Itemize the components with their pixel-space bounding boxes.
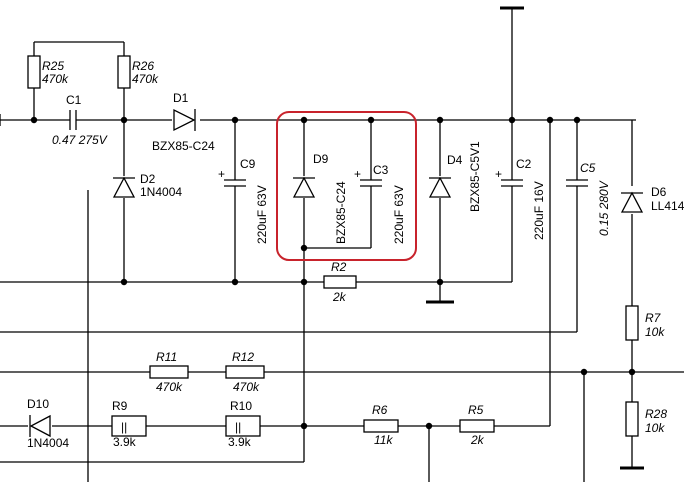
resistor-r7: R7 10k bbox=[625, 305, 665, 341]
highlight-box bbox=[276, 111, 417, 261]
r6-value: 11k bbox=[374, 433, 393, 447]
r2-ref: R2 bbox=[331, 260, 347, 274]
d1-ref: D1 bbox=[173, 91, 189, 105]
d9-ref: D9 bbox=[313, 152, 329, 166]
r10-ref: R10 bbox=[230, 399, 252, 413]
diode-d1: D1 BZX85-C24 bbox=[152, 91, 215, 153]
d2-value: 1N4004 bbox=[140, 185, 182, 199]
c5-value: 0.15 280V bbox=[597, 180, 611, 236]
r12-ref: R12 bbox=[232, 350, 254, 364]
r28-value: 10k bbox=[645, 421, 665, 435]
c3-ref: C3 bbox=[373, 163, 389, 177]
c1-value: 0.47 275V bbox=[52, 133, 108, 147]
c2-ref: C2 bbox=[516, 157, 532, 171]
r26-value: 470k bbox=[132, 72, 159, 86]
d6-ref: D6 bbox=[651, 185, 667, 199]
resistor-r25: R25 470k bbox=[27, 55, 69, 89]
resistor-r6: R6 11k bbox=[363, 403, 399, 447]
junctions bbox=[30, 116, 636, 430]
capacitor-c2: + C2 220uF 16V bbox=[495, 157, 546, 240]
capacitor-c1: C1 0.47 275V bbox=[52, 93, 108, 147]
r11-value: 470k bbox=[156, 380, 183, 394]
r9-ref: R9 bbox=[112, 399, 128, 413]
c2-value: 220uF 16V bbox=[532, 181, 546, 240]
r10-mark: || bbox=[235, 420, 241, 434]
r25-value: 470k bbox=[42, 72, 69, 86]
r12-value: 470k bbox=[233, 380, 260, 394]
resistor-r10: || R10 3.9k bbox=[225, 399, 261, 449]
resistor-r2: R2 2k bbox=[323, 260, 357, 304]
capacitor-c9: + C9 220uF 63V bbox=[218, 157, 269, 244]
resistor-r5: R5 2k bbox=[459, 403, 495, 447]
c9-plus: + bbox=[218, 167, 225, 181]
r10-value: 3.9k bbox=[228, 435, 252, 449]
resistor-r26: R26 470k bbox=[117, 55, 159, 89]
wires bbox=[0, 6, 684, 482]
r9-mark: || bbox=[121, 420, 127, 434]
c9-ref: C9 bbox=[240, 157, 256, 171]
r7-value: 10k bbox=[645, 325, 665, 339]
r26-ref: R26 bbox=[132, 59, 154, 73]
capacitor-c5: C5 0.15 280V bbox=[566, 161, 611, 236]
diode-d4: D4 BZX85-C5V1 bbox=[428, 141, 482, 212]
resistor-r28: R28 10k bbox=[625, 401, 667, 437]
r5-ref: R5 bbox=[468, 403, 484, 417]
d6-value: LL414 bbox=[651, 199, 684, 213]
capacitor-c3: + C3 220uF 63V bbox=[354, 163, 406, 244]
r6-ref: R6 bbox=[372, 403, 388, 417]
resistor-r12: R12 470k bbox=[225, 350, 265, 394]
diode-d10: D10 1N4004 bbox=[27, 397, 69, 450]
c1-ref: C1 bbox=[66, 93, 82, 107]
r28-ref: R28 bbox=[645, 407, 667, 421]
c2-plus: + bbox=[495, 167, 502, 181]
diode-d6: D6 LL414 bbox=[620, 185, 684, 213]
d2-ref: D2 bbox=[140, 172, 156, 186]
c3-value: 220uF 63V bbox=[392, 185, 406, 244]
r25-ref: R25 bbox=[42, 59, 64, 73]
c9-value: 220uF 63V bbox=[255, 185, 269, 244]
r5-value: 2k bbox=[470, 433, 485, 447]
diode-d2: D2 1N4004 bbox=[112, 172, 182, 199]
resistor-r9: || R9 3.9k bbox=[111, 399, 147, 449]
r7-ref: R7 bbox=[645, 311, 662, 325]
diode-d9: D9 BZX85-C24 bbox=[292, 152, 348, 244]
d10-value: 1N4004 bbox=[27, 436, 69, 450]
r11-ref: R11 bbox=[156, 350, 177, 364]
r2-value: 2k bbox=[332, 290, 347, 304]
d4-ref: D4 bbox=[447, 153, 463, 167]
d9-value: BZX85-C24 bbox=[334, 181, 348, 244]
d10-ref: D10 bbox=[27, 397, 49, 411]
d1-value: BZX85-C24 bbox=[152, 139, 215, 153]
r9-value: 3.9k bbox=[113, 435, 137, 449]
c5-ref: C5 bbox=[580, 161, 596, 175]
resistor-r11: R11 470k bbox=[149, 350, 189, 394]
d4-value: BZX85-C5V1 bbox=[468, 141, 482, 212]
c3-plus: + bbox=[354, 167, 361, 181]
